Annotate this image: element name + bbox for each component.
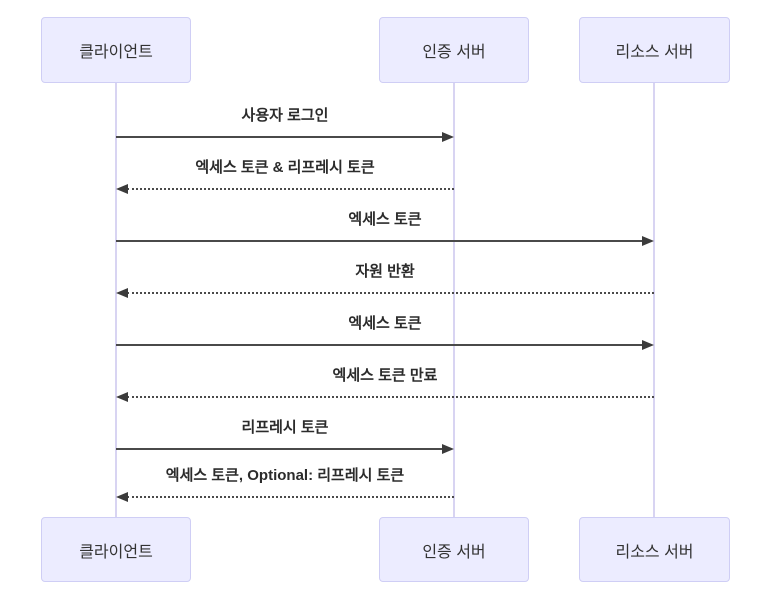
arrowhead-left-icon bbox=[116, 288, 128, 298]
message-label: 엑세스 토큰 bbox=[348, 315, 422, 332]
arrowhead-right-icon bbox=[642, 340, 654, 350]
message-line-solid bbox=[116, 344, 644, 346]
message-label: 자원 반환 bbox=[355, 263, 415, 280]
actor-label: 리소스 서버 bbox=[615, 44, 694, 61]
arrowhead-left-icon bbox=[116, 184, 128, 194]
actor-label: 클라이언트 bbox=[79, 44, 153, 61]
message-label: 리프레시 토큰 bbox=[241, 419, 329, 436]
message-line-dotted bbox=[127, 188, 454, 190]
message-label: 엑세스 토큰 bbox=[348, 211, 422, 228]
message-line-solid bbox=[116, 240, 644, 242]
lifeline-client bbox=[115, 83, 117, 517]
message-line-dotted bbox=[127, 496, 454, 498]
message-line-solid bbox=[116, 448, 444, 450]
arrowhead-left-icon bbox=[116, 492, 128, 502]
lifeline-resource-server bbox=[653, 83, 655, 517]
message-line-solid bbox=[116, 136, 444, 138]
actor-label: 인증 서버 bbox=[422, 44, 486, 61]
actor-bottom-client: 클라이언트 bbox=[41, 517, 191, 582]
actor-label: 리소스 서버 bbox=[615, 543, 694, 561]
arrowhead-right-icon bbox=[642, 236, 654, 246]
message-label: 사용자 로그인 bbox=[241, 107, 329, 124]
message-line-dotted bbox=[127, 396, 654, 398]
message-label: 엑세스 토큰 만료 bbox=[332, 367, 438, 384]
arrowhead-right-icon bbox=[442, 444, 454, 454]
actor-top-client: 클라이언트 bbox=[41, 17, 191, 83]
lifeline-auth-server bbox=[453, 83, 455, 517]
actor-bottom-auth-server: 인증 서버 bbox=[379, 517, 529, 582]
arrowhead-left-icon bbox=[116, 392, 128, 402]
message-label: 엑세스 토큰 & 리프레시 토큰 bbox=[195, 159, 375, 176]
message-label: 엑세스 토큰, Optional: 리프레시 토큰 bbox=[165, 467, 405, 484]
message-line-dotted bbox=[127, 292, 654, 294]
actor-top-resource-server: 리소스 서버 bbox=[579, 17, 730, 83]
actor-top-auth-server: 인증 서버 bbox=[379, 17, 529, 83]
actor-label: 인증 서버 bbox=[422, 543, 486, 561]
actor-bottom-resource-server: 리소스 서버 bbox=[579, 517, 730, 582]
actor-label: 클라이언트 bbox=[79, 543, 153, 561]
arrowhead-right-icon bbox=[442, 132, 454, 142]
